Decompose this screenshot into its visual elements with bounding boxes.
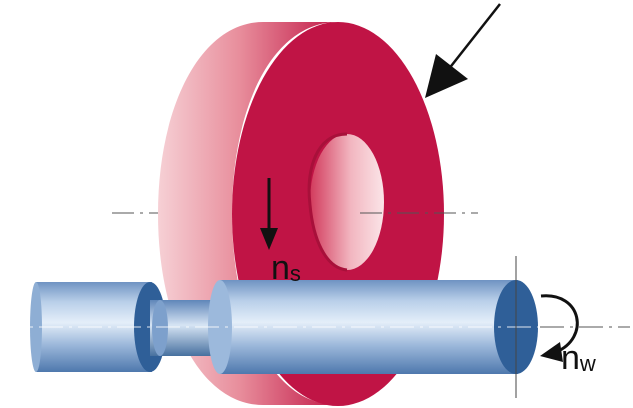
- wheel-bore-edge: [307, 132, 348, 272]
- wheel-speed-label: ns: [271, 249, 301, 287]
- shaft-left-end: [30, 282, 42, 372]
- shaft-neck-end: [152, 300, 168, 356]
- rotation-arrow-down-icon: [260, 178, 278, 250]
- force-arrow-icon: [425, 3, 501, 98]
- wheel-bore: [310, 134, 384, 270]
- shaft-right-left-end: [208, 280, 232, 374]
- curved-rotation-arrow-icon: [540, 294, 579, 362]
- worm-speed-label: nw: [561, 339, 596, 377]
